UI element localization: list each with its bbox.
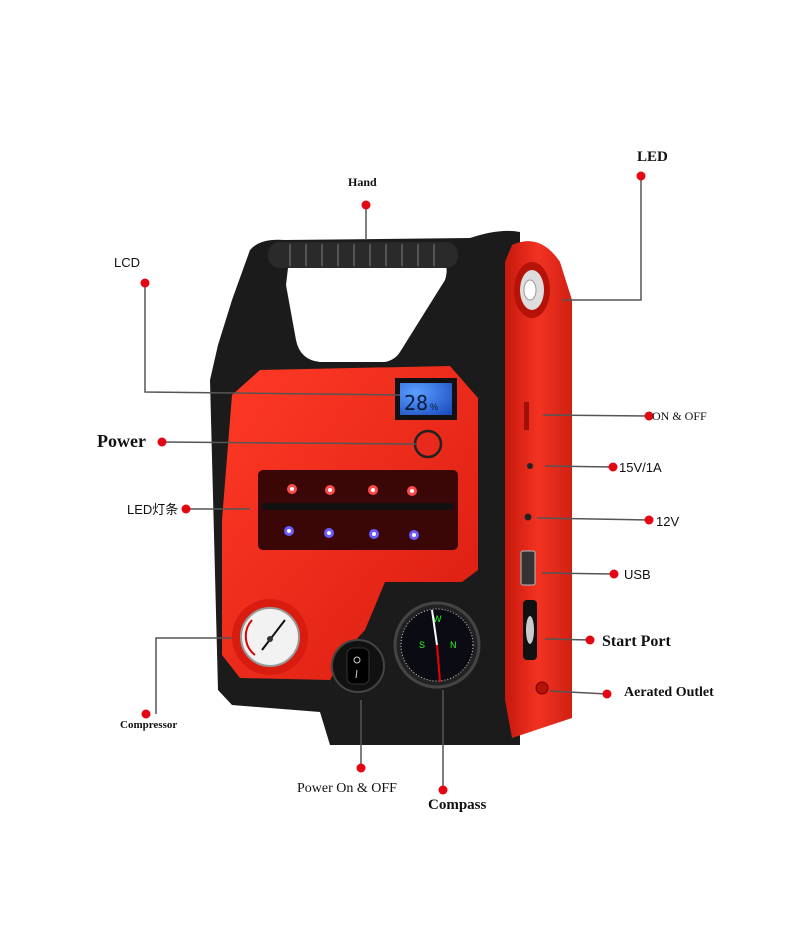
led-torch — [514, 262, 550, 318]
svg-text:N: N — [450, 640, 457, 650]
jump-starter-device: 28 % — [210, 230, 572, 745]
aerated-outlet-port[interactable] — [535, 681, 549, 695]
usb-port[interactable] — [520, 550, 536, 586]
svg-text:W: W — [433, 614, 442, 624]
label-led: LED — [637, 149, 668, 165]
svg-text:28: 28 — [404, 391, 428, 415]
port-15v[interactable] — [527, 463, 533, 469]
compass: W S N — [393, 601, 481, 689]
rocker-switch[interactable] — [331, 639, 385, 693]
power-button[interactable] — [413, 429, 443, 459]
label-led-strip: LED灯条 — [127, 502, 178, 517]
led-strip — [258, 470, 458, 550]
lcd-screen: 28 % — [395, 378, 457, 420]
pressure-gauge — [232, 599, 308, 675]
label-aerated-outlet: Aerated Outlet — [624, 685, 714, 700]
label-compressor: Compressor — [120, 719, 177, 731]
callout-dots — [140, 171, 654, 795]
svg-text:%: % — [430, 402, 438, 412]
side-switch[interactable] — [524, 402, 529, 430]
label-power: Power — [97, 431, 146, 451]
label-on-off: ON & OFF — [652, 409, 707, 423]
svg-text:S: S — [419, 640, 425, 650]
label-15v: 15V/1A — [619, 460, 662, 475]
label-usb: USB — [624, 567, 651, 582]
label-power-on-off: Power On & OFF — [297, 781, 397, 796]
label-12v: 12V — [656, 514, 679, 529]
port-12v[interactable] — [524, 513, 532, 521]
side-panel — [505, 241, 572, 738]
leader-lines — [144, 176, 650, 790]
handle-grip — [268, 242, 458, 268]
label-compass: Compass — [428, 797, 487, 813]
label-lcd: LCD — [114, 255, 140, 270]
handle-opening — [286, 262, 447, 362]
label-hand: Hand — [348, 175, 377, 189]
label-start-port: Start Port — [602, 633, 672, 650]
